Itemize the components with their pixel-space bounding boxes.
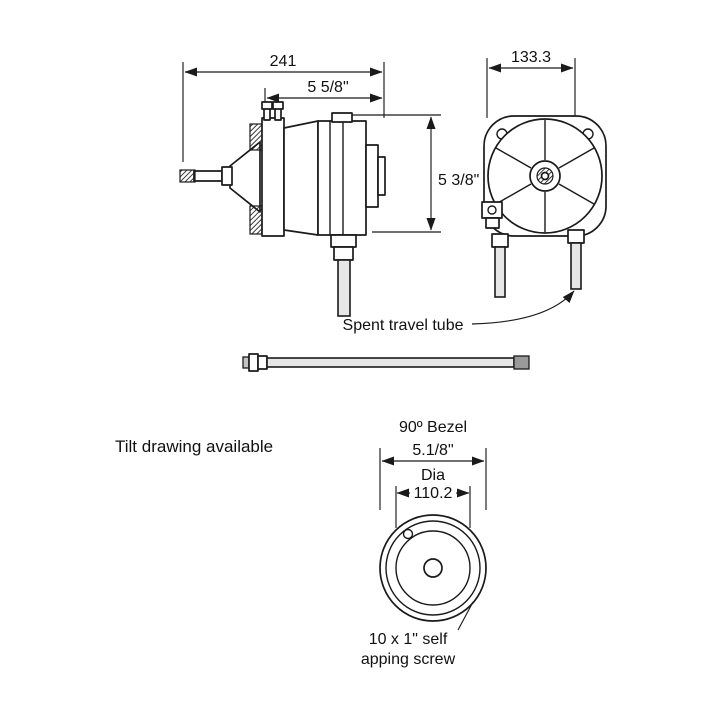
threaded-shaft-tip	[179, 169, 196, 183]
nut	[272, 101, 284, 110]
bezel-screw-hole	[402, 528, 414, 540]
helm-front-view	[481, 115, 607, 298]
left-tube-nut	[491, 233, 509, 248]
dimension-241: 241	[182, 53, 385, 162]
tilt-drawing-note: Tilt drawing available	[115, 437, 273, 456]
shaft-collar	[221, 166, 233, 186]
mounting-plate	[261, 117, 285, 237]
tube-end-cap	[513, 355, 530, 370]
mount-bracket	[481, 201, 503, 219]
serrated-washer-bottom	[249, 205, 263, 235]
bracket-block	[485, 217, 500, 229]
spent-travel-tube-drawing	[242, 353, 530, 372]
tube-end-fitting	[248, 353, 259, 372]
tube-tip	[242, 356, 250, 369]
steering-shaft	[193, 170, 223, 182]
dim-5-3-8-label: 5 3/8"	[438, 172, 479, 189]
bezel-dia-inch-label: 5.1/8"	[412, 442, 453, 459]
spent-travel-tube-front	[570, 242, 582, 290]
spoke	[495, 147, 532, 169]
screw-note-line2: apping screw	[361, 651, 456, 668]
bezel-drawing: 90º Bezel 5.1/8" Dia 110.2 10 x 1" self …	[361, 419, 487, 668]
left-tube	[494, 246, 506, 298]
spoke	[558, 147, 595, 169]
dim-5-5-8-label: 5 5/8"	[307, 79, 348, 96]
tube-nut	[333, 246, 354, 261]
dimension-5-5-8: 5 5/8"	[264, 79, 383, 120]
bezel-rim-circle	[385, 520, 481, 616]
dim-133-3-label: 133.3	[511, 49, 551, 66]
dimension-133-3: 133.3	[486, 49, 576, 118]
leader-line	[471, 290, 575, 325]
tube-fitting	[330, 234, 357, 248]
bezel-title: 90º Bezel	[399, 419, 467, 436]
right-tube-nut	[567, 229, 585, 244]
spoke	[558, 183, 595, 205]
hub-center-hole	[540, 171, 550, 181]
dimension-5-3-8: 5 3/8"	[352, 114, 479, 233]
bezel-center-hole	[423, 558, 443, 578]
leader-line	[457, 601, 474, 631]
bezel-dia-mm-label: 110.2	[414, 485, 453, 502]
spent-travel-tube-callout: Spent travel tube	[343, 290, 575, 334]
down-tube	[337, 259, 351, 317]
tube-body	[266, 357, 515, 368]
nose-cone	[229, 141, 261, 213]
spent-travel-tube-label: Spent travel tube	[343, 317, 464, 334]
screw-note-line1: 10 x 1" self	[369, 631, 448, 648]
serrated-washer-top	[249, 123, 263, 151]
tube-end-nut	[257, 355, 268, 370]
bezel-dia-word: Dia	[421, 467, 445, 484]
bracket-hole	[487, 205, 497, 215]
nut	[261, 101, 273, 110]
top-boss	[331, 112, 353, 123]
bell-housing	[283, 120, 319, 236]
helm-side-view	[179, 101, 386, 317]
rear-cap	[365, 144, 379, 208]
dim-241-label: 241	[270, 53, 297, 70]
spoke	[495, 183, 532, 205]
bezel-inner-circle	[395, 530, 471, 606]
gear-housing	[317, 120, 367, 236]
rear-boss	[377, 156, 386, 196]
